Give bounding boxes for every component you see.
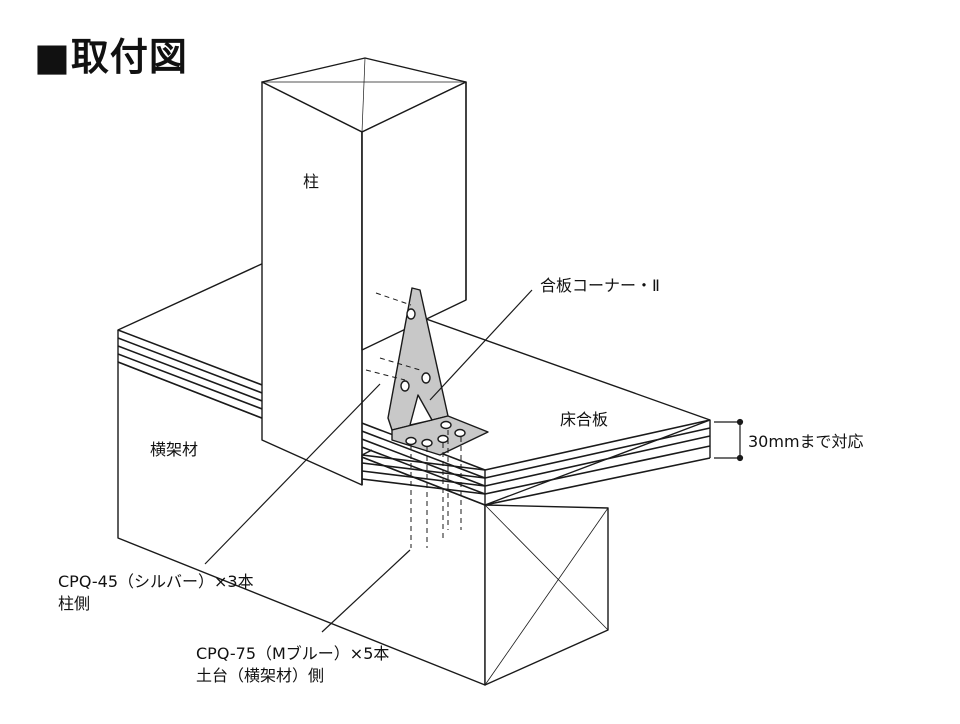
sill-screw-spec: CPQ-75（Mブルー）×5本 [196, 644, 390, 663]
thickness-dimension [714, 418, 744, 462]
slab-layers-near-column [361, 454, 486, 495]
corner-bracket [387, 287, 489, 456]
thickness-note-label: 30mmまで対応 [748, 432, 864, 451]
column-label: 柱 [303, 172, 320, 191]
bracket-label: 合板コーナー・Ⅱ [540, 276, 660, 295]
sill-screw-side: 土台（横架材）側 [196, 666, 325, 685]
floor-plywood-label: 床合板 [560, 410, 609, 429]
column-post [261, 57, 467, 486]
column-screw-side: 柱側 [58, 594, 91, 613]
column-screw-spec: CPQ-45（シルバー）×3本 [58, 572, 254, 591]
crossbeam-block [117, 361, 609, 686]
page-title: ■取付図 [34, 35, 188, 79]
screw-lines [365, 292, 462, 548]
crossbeam-label: 横架材 [150, 440, 199, 459]
leader-lines [204, 289, 533, 633]
